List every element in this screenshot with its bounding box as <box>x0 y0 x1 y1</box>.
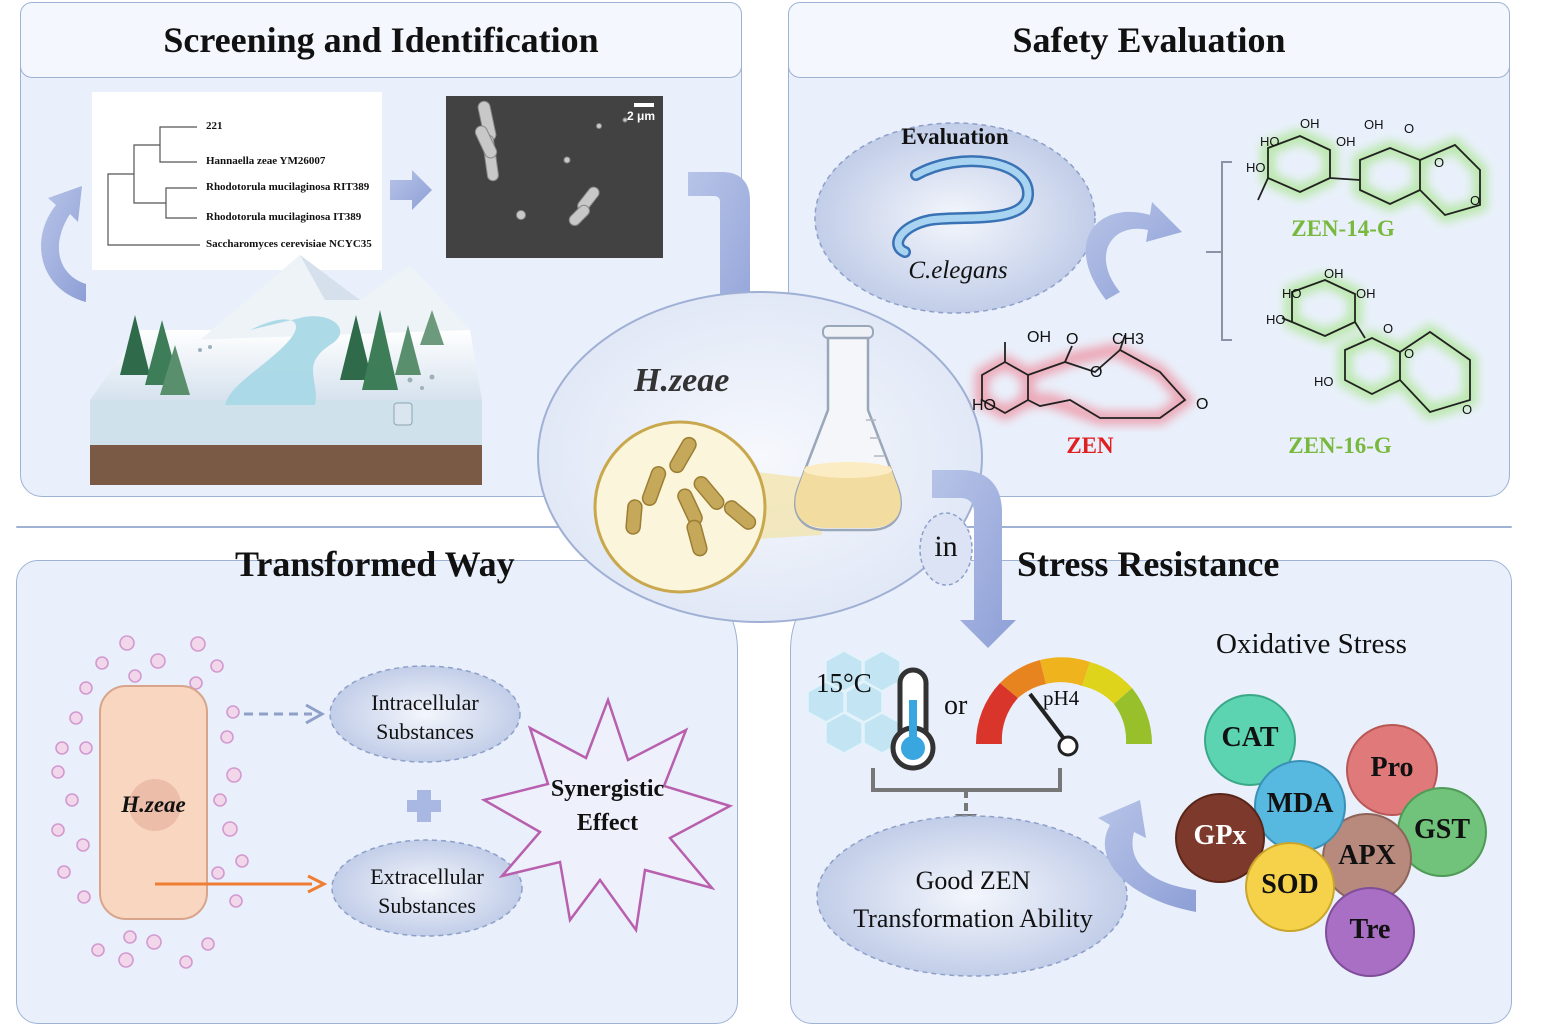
phylogenetic-tree <box>92 92 382 270</box>
yeast-cells <box>625 436 757 557</box>
gpx-label: GPx <box>1193 820 1247 851</box>
chem-o-label: O <box>1404 121 1415 136</box>
chem-o-label: O <box>1066 331 1079 348</box>
screening-title: Screening and Identification <box>20 2 742 78</box>
plus-icon <box>407 790 441 822</box>
zen-label: ZEN <box>1066 433 1114 458</box>
chem-oh-label: OH <box>1027 329 1051 346</box>
taxon-label: Rhodotorula mucilaginosa RIT389 <box>206 181 370 193</box>
chem-oh-label: OH <box>1324 266 1344 281</box>
pro-label: Pro <box>1370 752 1414 783</box>
tree-to-sem-arrow <box>390 170 432 210</box>
chem-o-label: O <box>1462 402 1473 417</box>
gpx-bubble <box>1175 793 1265 883</box>
chem-ho-label: HO <box>972 397 996 414</box>
cell-nucleus <box>129 779 181 831</box>
extracellular-label: Extracellular Substances <box>370 864 484 918</box>
oxidative-stress-title: Oxidative Stress <box>1216 628 1407 660</box>
chem-ho-label: HO <box>1260 134 1280 149</box>
or-label: or <box>944 690 968 721</box>
chem-ho-label: HO <box>1282 286 1302 301</box>
zen-16-g-structure <box>1281 272 1477 420</box>
cell-organism-label: H.zeae <box>121 792 186 817</box>
zen-16-g-label: ZEN-16-G <box>1288 433 1392 458</box>
stress-title: Stress Resistance <box>790 526 1512 584</box>
pro-bubble <box>1346 724 1438 816</box>
chem-oh-label: OH <box>1336 134 1356 149</box>
cell-zoom-circle <box>593 420 767 594</box>
taxon-label: Hannaella zeae YM26007 <box>206 155 326 167</box>
vesicles <box>51 635 249 969</box>
safety-title: Safety Evaluation <box>788 2 1510 78</box>
erlenmeyer-flask <box>794 325 902 532</box>
zen-14-g-structure <box>1257 128 1487 223</box>
in-connector <box>919 512 973 586</box>
cat-bubble <box>1204 694 1296 786</box>
sod-label: SOD <box>1261 869 1319 900</box>
chem-oh-label: OH <box>1356 286 1376 301</box>
oxidative-arrow <box>1098 800 1196 912</box>
chem-oh-label: OH <box>1300 116 1320 131</box>
chem-o-label: O <box>1434 155 1445 170</box>
sem-micrograph <box>446 96 663 258</box>
hexagon-ice-icon <box>807 650 901 754</box>
result-oval <box>816 815 1128 977</box>
zen-structure <box>975 334 1196 425</box>
chem-ho-label: HO <box>1314 374 1334 389</box>
center-organism-label: H.zeae <box>634 362 730 399</box>
result-label: Good ZEN Transformation Ability <box>853 866 1093 933</box>
zen-to-products-arrow <box>1085 202 1182 300</box>
intracellular-oval <box>329 665 521 763</box>
intracellular-label: Intracellular Substances <box>371 690 479 744</box>
c-elegans-worm <box>892 155 1034 258</box>
chem-ho-label: HO <box>1266 312 1286 327</box>
thermometer-icon <box>890 667 936 771</box>
chem-o-label: O <box>1404 346 1415 361</box>
oxidative-markers <box>1175 694 1487 977</box>
zen-14-g-label: ZEN-14-G <box>1291 216 1395 241</box>
chem-o-label: O <box>1196 396 1209 413</box>
in-connector-label: in <box>934 530 958 563</box>
ph-gauge-icon <box>975 657 1153 757</box>
products-bracket <box>1206 161 1232 341</box>
taxon-label: 221 <box>206 120 223 132</box>
chem-o-label: O <box>1470 193 1481 208</box>
sem-scale-label: 2 μm <box>627 109 656 123</box>
conditions-bracket <box>871 768 1062 792</box>
chem-oh-label: OH <box>1364 117 1384 132</box>
center-ellipse <box>537 291 983 623</box>
chem-o-label: O <box>1090 364 1103 381</box>
chem-ho-label: HO <box>1246 160 1266 175</box>
c-elegans-label: C.elegans <box>908 257 1008 284</box>
gst-label: GST <box>1413 814 1471 845</box>
cat-label: CAT <box>1221 722 1279 753</box>
synergy-star <box>480 696 734 934</box>
extracellular-oval <box>331 839 523 937</box>
sod-bubble <box>1245 842 1335 932</box>
tre-label: Tre <box>1349 914 1391 945</box>
ph-label: pH4 <box>1043 686 1080 710</box>
taxon-label: Saccharomyces cerevisiae NCYC35 <box>206 238 372 250</box>
transformed-title: Transformed Way <box>16 526 738 584</box>
synergy-label: Synergistic Effect <box>550 776 665 836</box>
chem-o-label: O <box>1383 321 1394 336</box>
snow-landscape <box>90 255 482 485</box>
tre-bubble <box>1325 887 1415 977</box>
chem-ch3-label: CH3 <box>1112 331 1145 348</box>
mda-label: MDA <box>1266 788 1334 819</box>
temperature-label: 15°C <box>816 668 872 698</box>
taxon-label: Rhodotorula mucilaginosa IT389 <box>206 211 362 223</box>
evaluation-label: Evaluation <box>901 124 1009 149</box>
cycle-arrow <box>41 186 86 302</box>
apx-label: APX <box>1338 840 1396 871</box>
center-to-stress-arrow <box>932 470 1016 648</box>
